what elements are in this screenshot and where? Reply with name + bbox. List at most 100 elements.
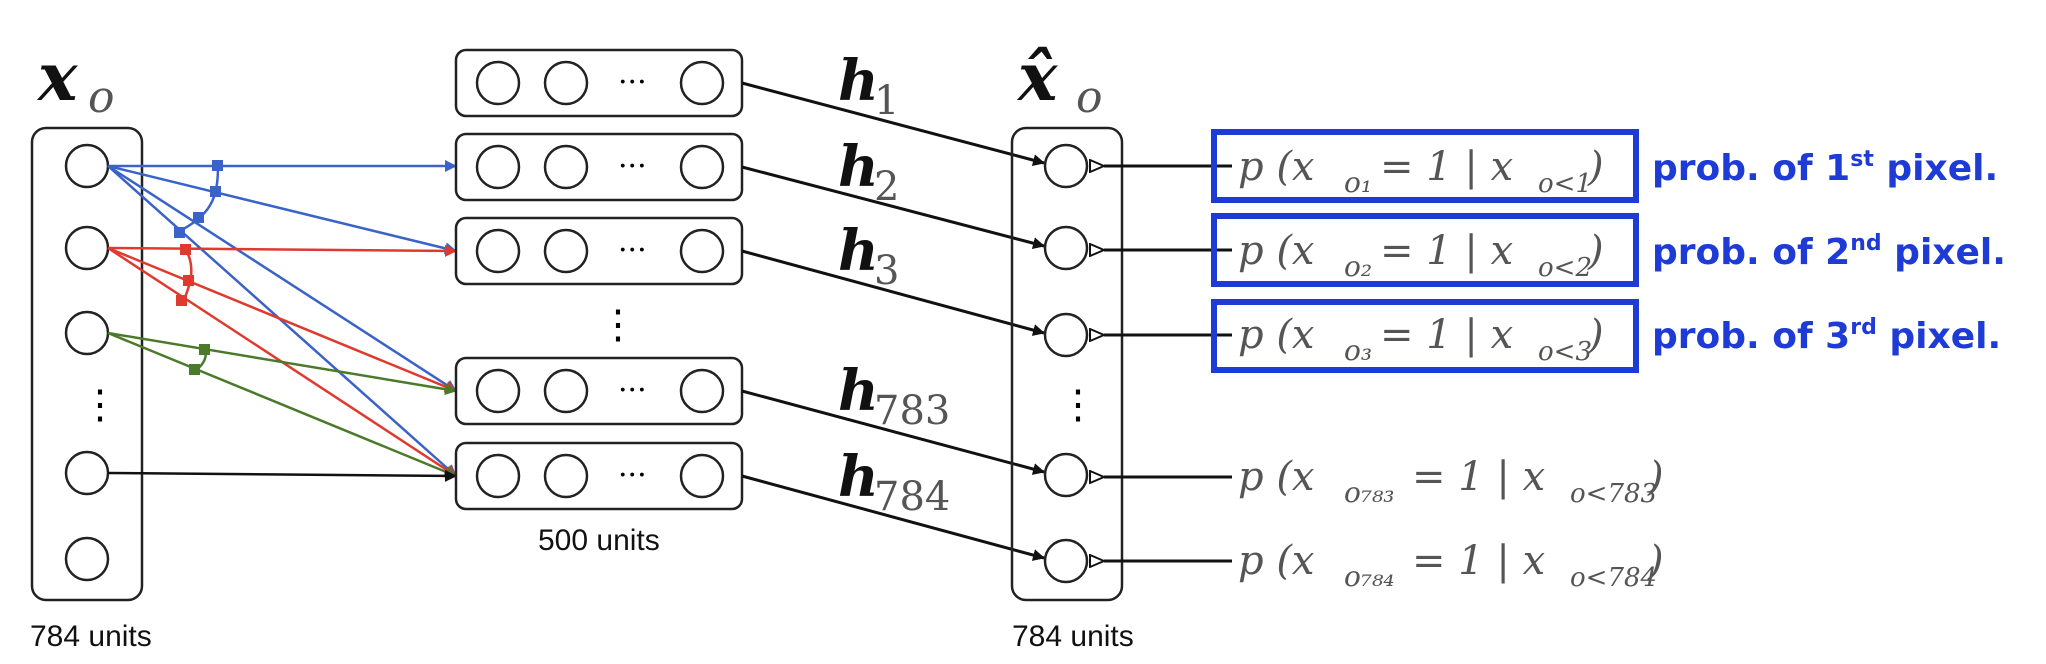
svg-text:= 1 | x: = 1 | x bbox=[1380, 144, 1513, 190]
output-node-1 bbox=[1043, 143, 1089, 189]
input-units-label: 784 units bbox=[30, 620, 152, 653]
svg-text:o<1: o<1 bbox=[1538, 169, 1592, 199]
arrow-h784 bbox=[741, 474, 1045, 561]
input-layer-title: x bbox=[36, 38, 78, 116]
svg-text:h: h bbox=[838, 48, 879, 114]
svg-text:o₁: o₁ bbox=[1344, 166, 1372, 199]
note-2nd-pixel: prob. of 2nd pixel. bbox=[1652, 231, 2006, 273]
svg-text:): ) bbox=[1647, 538, 1664, 584]
hidden-units-label: 500 units bbox=[538, 524, 660, 557]
red-connection-h783 bbox=[107, 246, 457, 393]
green-connection-h783 bbox=[107, 331, 457, 396]
prob-expr-784: p (x o₇₈₄ = 1 | x o<784 ) bbox=[1238, 538, 1664, 593]
hidden-unit-h1: ··· bbox=[454, 48, 744, 118]
output-layer-title-sub: o bbox=[1076, 72, 1103, 123]
output-layer: x̂ o ⋮ 784 units bbox=[1010, 38, 1134, 653]
note-3rd-pixel: prob. of 3rd pixel. bbox=[1652, 315, 2001, 357]
blue-tie-marker bbox=[174, 227, 185, 238]
hidden-unit-h2: ··· bbox=[454, 132, 744, 202]
input-layer-title-sub: o bbox=[88, 72, 115, 123]
red-tie-marker bbox=[176, 295, 187, 306]
output-units-label: 784 units bbox=[1012, 620, 1134, 653]
svg-text:···: ··· bbox=[618, 458, 647, 493]
hidden-vdots: ⋮ bbox=[598, 302, 638, 348]
svg-text:···: ··· bbox=[618, 149, 647, 184]
output-node-784 bbox=[1043, 538, 1089, 584]
annotation-notes: prob. of 1st pixel. prob. of 2nd pixel. … bbox=[1652, 147, 2006, 357]
hidden-to-output-arrows: h 1 h 2 h 3 h 783 h 784 bbox=[741, 48, 1045, 561]
svg-text:···: ··· bbox=[618, 65, 647, 100]
svg-text:o<2: o<2 bbox=[1538, 253, 1592, 283]
input-layer-box bbox=[30, 126, 144, 602]
prob-expr-3: p (x o₃ = 1 | x o<3 ) bbox=[1238, 312, 1604, 367]
green-tie-marker bbox=[189, 364, 200, 375]
output-vdots: ⋮ bbox=[1058, 382, 1098, 428]
svg-text:p (x: p (x bbox=[1238, 144, 1314, 190]
prob-expr-783: p (x o₇₈₃ = 1 | x o<783 ) bbox=[1238, 454, 1664, 509]
input-vdots: ⋮ bbox=[80, 382, 120, 428]
note-1st-pixel: prob. of 1st pixel. bbox=[1652, 147, 1998, 189]
input-node-2 bbox=[64, 225, 110, 271]
blue-tie-marker bbox=[210, 186, 221, 197]
blue-tie-arc bbox=[177, 165, 220, 234]
blue-tie-marker bbox=[212, 160, 223, 171]
arrow-h2 bbox=[741, 165, 1045, 250]
red-tie-marker bbox=[183, 275, 194, 286]
masked-connections bbox=[107, 160, 457, 482]
green-tie-marker bbox=[199, 344, 210, 355]
arrow-h1 bbox=[741, 81, 1045, 166]
svg-text:): ) bbox=[1587, 312, 1604, 358]
svg-text:o<3: o<3 bbox=[1538, 337, 1592, 367]
output-layer-title: x̂ bbox=[1016, 38, 1058, 116]
svg-text:o₇₈₃: o₇₈₃ bbox=[1344, 476, 1395, 509]
svg-text:p (x: p (x bbox=[1238, 538, 1314, 584]
svg-text:1: 1 bbox=[874, 78, 899, 124]
svg-text:o<783: o<783 bbox=[1570, 479, 1657, 509]
red-connection-h2 bbox=[107, 244, 457, 257]
probability-arrows bbox=[1104, 166, 1232, 561]
probability-expressions: p (x o₁ = 1 | x o<1 ) p (x o₂ = 1 | x o<… bbox=[1238, 144, 1664, 593]
input-node-3 bbox=[64, 310, 110, 356]
input-node-783 bbox=[64, 450, 110, 496]
black-connection-h784 bbox=[107, 469, 457, 482]
blue-connection-h783 bbox=[107, 164, 457, 393]
svg-text:o₇₈₄: o₇₈₄ bbox=[1344, 560, 1395, 593]
svg-text:o<784: o<784 bbox=[1570, 563, 1657, 593]
svg-text:): ) bbox=[1587, 228, 1604, 274]
output-node-3 bbox=[1043, 312, 1089, 358]
svg-text:h: h bbox=[838, 218, 879, 284]
svg-text:= 1 | x: = 1 | x bbox=[1412, 538, 1545, 584]
label-h784: h 784 bbox=[838, 444, 950, 520]
hidden-unit-h3: ··· bbox=[454, 216, 744, 286]
svg-text:o₂: o₂ bbox=[1344, 250, 1372, 283]
label-h783: h 783 bbox=[838, 358, 950, 434]
highlight-boxes bbox=[1211, 129, 1639, 373]
blue-connection-h784 bbox=[107, 165, 457, 477]
svg-text:= 1 | x: = 1 | x bbox=[1380, 312, 1513, 358]
red-tie-marker bbox=[180, 244, 191, 255]
input-node-784 bbox=[64, 536, 110, 582]
hidden-unit-h784: ··· bbox=[454, 441, 744, 511]
label-h1: h 1 bbox=[838, 48, 899, 124]
input-node-1 bbox=[64, 143, 110, 189]
hidden-unit-h783: ··· bbox=[454, 356, 744, 426]
arrow-h783 bbox=[741, 389, 1045, 475]
svg-text:p (x: p (x bbox=[1238, 228, 1314, 274]
prob-expr-1: p (x o₁ = 1 | x o<1 ) bbox=[1238, 144, 1604, 199]
output-node-2 bbox=[1043, 225, 1089, 271]
blue-connection-h2 bbox=[107, 164, 457, 255]
svg-text:···: ··· bbox=[618, 233, 647, 268]
svg-text:783: 783 bbox=[874, 388, 950, 434]
output-layer-box bbox=[1010, 126, 1124, 602]
svg-text:h: h bbox=[838, 358, 879, 424]
svg-text:784: 784 bbox=[874, 474, 950, 520]
svg-text:h: h bbox=[838, 134, 879, 200]
svg-text:···: ··· bbox=[618, 373, 647, 408]
output-node-783 bbox=[1043, 452, 1089, 498]
prob-expr-2: p (x o₂ = 1 | x o<2 ) bbox=[1238, 228, 1604, 283]
blue-tie-marker bbox=[193, 212, 204, 223]
label-h2: h 2 bbox=[838, 134, 899, 210]
arrow-h3 bbox=[741, 249, 1045, 336]
svg-text:= 1 | x: = 1 | x bbox=[1412, 454, 1545, 500]
